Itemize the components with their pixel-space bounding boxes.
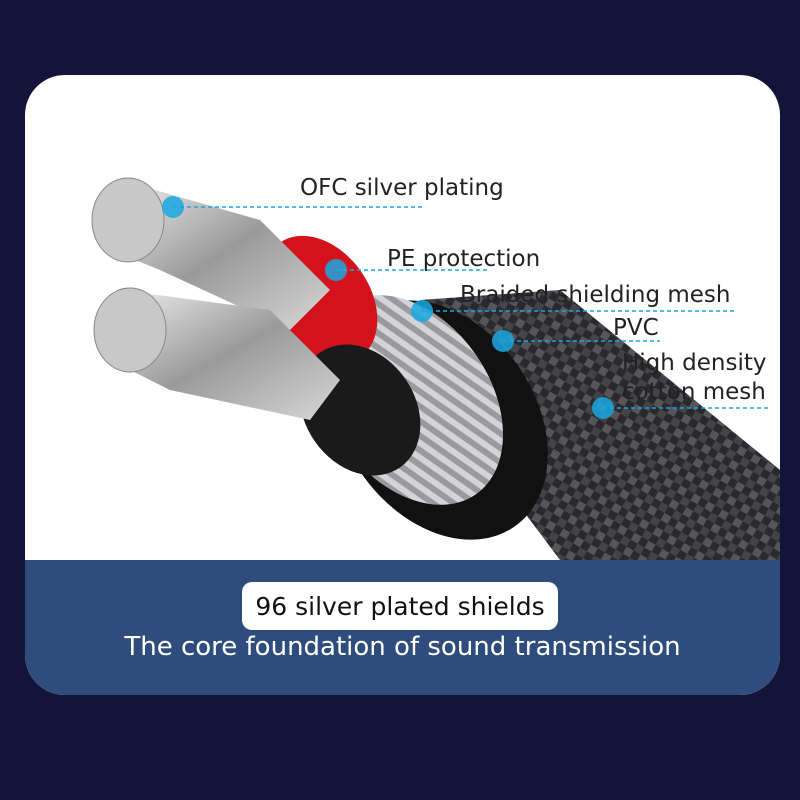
wire-lower <box>93 287 340 420</box>
cable-illustration <box>91 177 780 560</box>
subtitle: The core foundation of sound transmissio… <box>124 632 681 662</box>
label-cotton-1: High density <box>622 350 767 376</box>
label-braided: Braided shielding mesh <box>460 282 731 308</box>
wire-upper <box>91 177 330 330</box>
label-cotton-2: cotton mesh <box>622 379 766 405</box>
bottom-band: 96 silver plated shields The core founda… <box>25 560 780 695</box>
label-pe: PE protection <box>387 246 541 272</box>
callout-dots <box>162 196 614 419</box>
callout-lines <box>173 206 770 409</box>
headline-badge: 96 silver plated shields <box>242 582 558 630</box>
label-ofc: OFC silver plating <box>300 175 504 201</box>
label-pvc: PVC <box>613 315 659 341</box>
product-card: 96 silver plated shields The core founda… <box>25 75 780 695</box>
